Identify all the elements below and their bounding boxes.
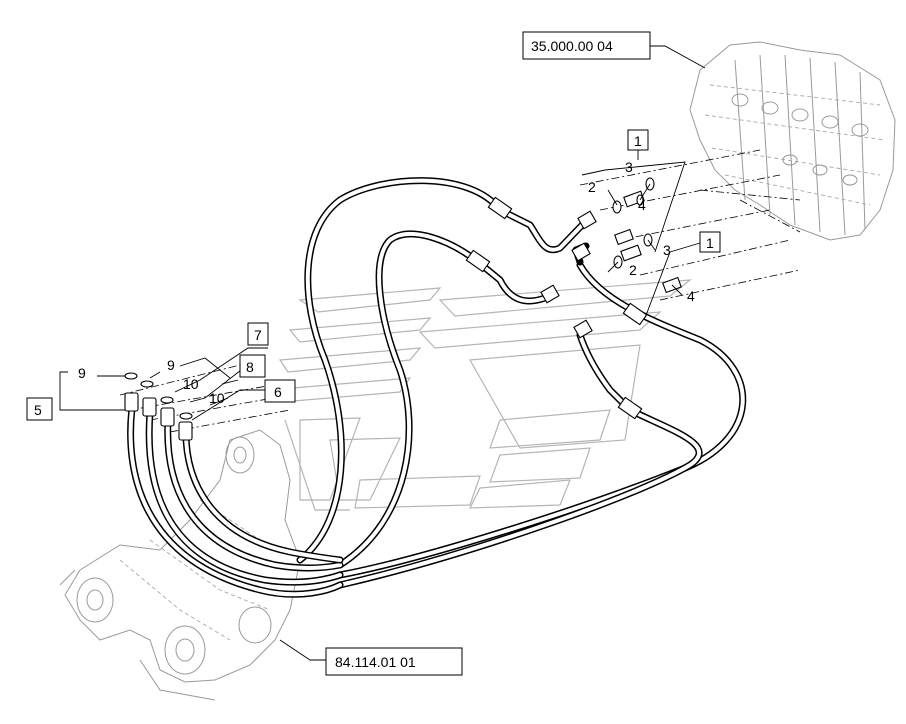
reference-valve-label: 35.000.00 04: [531, 38, 613, 54]
callout-1-mid-label: 1: [706, 235, 714, 251]
callout-7-label: 7: [254, 327, 262, 343]
assembly-lines: [119, 149, 801, 433]
callout-6[interactable]: 6: [264, 379, 296, 403]
callout-1-mid[interactable]: 1: [699, 231, 721, 253]
callout-2-top: 2: [588, 179, 596, 195]
callout-4-top: 4: [638, 197, 646, 213]
callout-8[interactable]: 8: [239, 354, 266, 378]
callout-9-a: 9: [78, 365, 86, 381]
callout-10-b: 10: [209, 390, 225, 406]
callout-6-label: 6: [274, 384, 282, 400]
control-valve-outline: [689, 41, 896, 241]
callout-2-mid: 2: [629, 262, 637, 278]
adapters-orings-left: [124, 372, 193, 441]
reference-frame-label: 84.114.01 01: [335, 654, 416, 670]
reference-frame-box[interactable]: 84.114.01 01: [325, 647, 463, 676]
callout-9-b: 9: [167, 357, 175, 373]
pipe-fittings-right: [465, 196, 648, 420]
callout-8-label: 8: [246, 359, 254, 375]
callout-1-top[interactable]: 1: [627, 129, 649, 151]
reference-valve-box[interactable]: 35.000.00 04: [522, 31, 651, 60]
callout-7[interactable]: 7: [247, 322, 269, 346]
callout-3-top: 3: [625, 159, 633, 175]
callout-10-a: 10: [183, 376, 199, 392]
chassis-frame-outline: [59, 429, 301, 701]
callout-1-top-label: 1: [634, 133, 642, 149]
adapters-orings-valve: [612, 177, 682, 294]
callout-4-mid: 4: [687, 288, 695, 304]
callout-3-mid: 3: [663, 242, 671, 258]
callout-5-label: 5: [34, 402, 42, 418]
callout-5[interactable]: 5: [26, 397, 53, 421]
